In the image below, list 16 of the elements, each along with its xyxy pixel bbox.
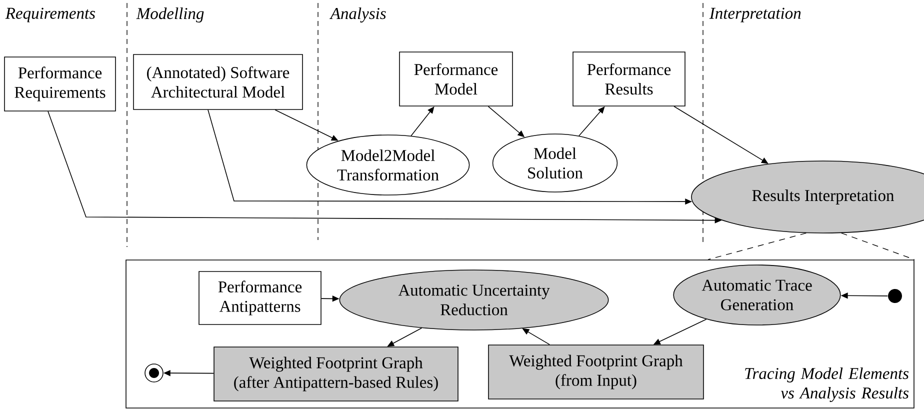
process-box: Weighted Footprint Graph (from Input): [488, 344, 704, 400]
process-box: Performance Antipatterns: [198, 271, 322, 325]
process-box: Performance Results: [572, 52, 686, 106]
zoom-line: [841, 232, 915, 260]
end-symbol: [144, 364, 164, 382]
phase-heading: Requirements: [5, 8, 96, 22]
zoom-line: [708, 232, 807, 260]
process-box: Performance Requirements: [4, 56, 116, 112]
arrow: [674, 106, 768, 164]
process-box: Performance Model: [399, 52, 513, 106]
process-box: (Annotated) Software Architectural Model: [133, 54, 303, 110]
phase-heading: Analysis: [330, 8, 386, 22]
phase-heading: Modelling: [136, 8, 204, 22]
start-dot: [888, 289, 902, 303]
phase-heading: Interpretation: [709, 8, 801, 22]
process-box: Weighted Footprint Graph (after Antipattern-based Rules): [214, 346, 458, 402]
